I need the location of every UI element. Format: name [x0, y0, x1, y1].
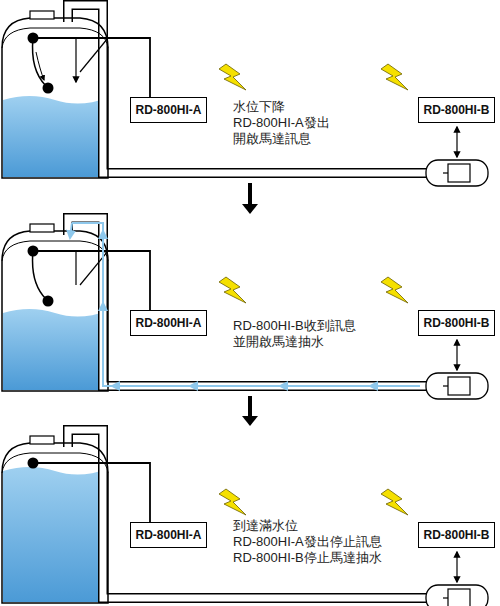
- flow-arrow: [190, 385, 220, 387]
- panel-1: [2, 5, 488, 186]
- device-box: RD-800HI-A: [130, 310, 207, 336]
- flow-arrow: [370, 385, 400, 387]
- motion-arrow: [75, 38, 76, 82]
- device-box: RD-800HI-A: [130, 522, 207, 548]
- step-note: 水位下降 RD-800HI-A發出 開啟馬達訊息: [233, 99, 330, 147]
- flow-arrow: [112, 385, 140, 387]
- flow-arrow: [280, 385, 310, 387]
- device-box: RD-800HI-A: [130, 97, 207, 123]
- device-name: RD-800HI-A: [135, 317, 201, 329]
- water-flow: [70, 223, 72, 238]
- device-name: RD-800HI-A: [135, 529, 201, 541]
- step-note: RD-800HI-B收到訊息 並開啟馬達抽水: [233, 318, 356, 350]
- step-arrow: [248, 183, 252, 206]
- float-cable: [33, 38, 46, 86]
- water-flow: [72, 223, 420, 386]
- motion-arrow: [36, 52, 44, 80]
- step-arrow: [242, 416, 258, 426]
- float-cable: [75, 251, 76, 285]
- device-name: RD-800HI-A: [135, 104, 201, 116]
- flow-arrow: [102, 231, 104, 253]
- panel-2: [2, 218, 488, 399]
- float-cable: [33, 251, 46, 299]
- device-box: RD-800HI-B: [418, 97, 495, 123]
- water: [3, 467, 107, 602]
- device-name: RD-800HI-B: [423, 104, 489, 116]
- device-box: RD-800HI-B: [418, 522, 495, 548]
- float-switch: [43, 296, 54, 307]
- device-name: RD-800HI-B: [423, 529, 489, 541]
- panel-3: [2, 430, 488, 606]
- device-name: RD-800HI-B: [423, 317, 489, 329]
- float-switch: [43, 83, 54, 94]
- step-note: 到達滿水位 RD-800HI-A發出停止訊息 RD-800HI-B停止馬達抽水: [233, 518, 382, 566]
- flow-arrow: [102, 303, 104, 333]
- float-cable: [80, 38, 108, 72]
- device-box: RD-800HI-B: [418, 310, 495, 336]
- water: [3, 309, 107, 390]
- step-arrow: [248, 396, 252, 418]
- water: [3, 96, 107, 177]
- step-arrow: [242, 204, 258, 214]
